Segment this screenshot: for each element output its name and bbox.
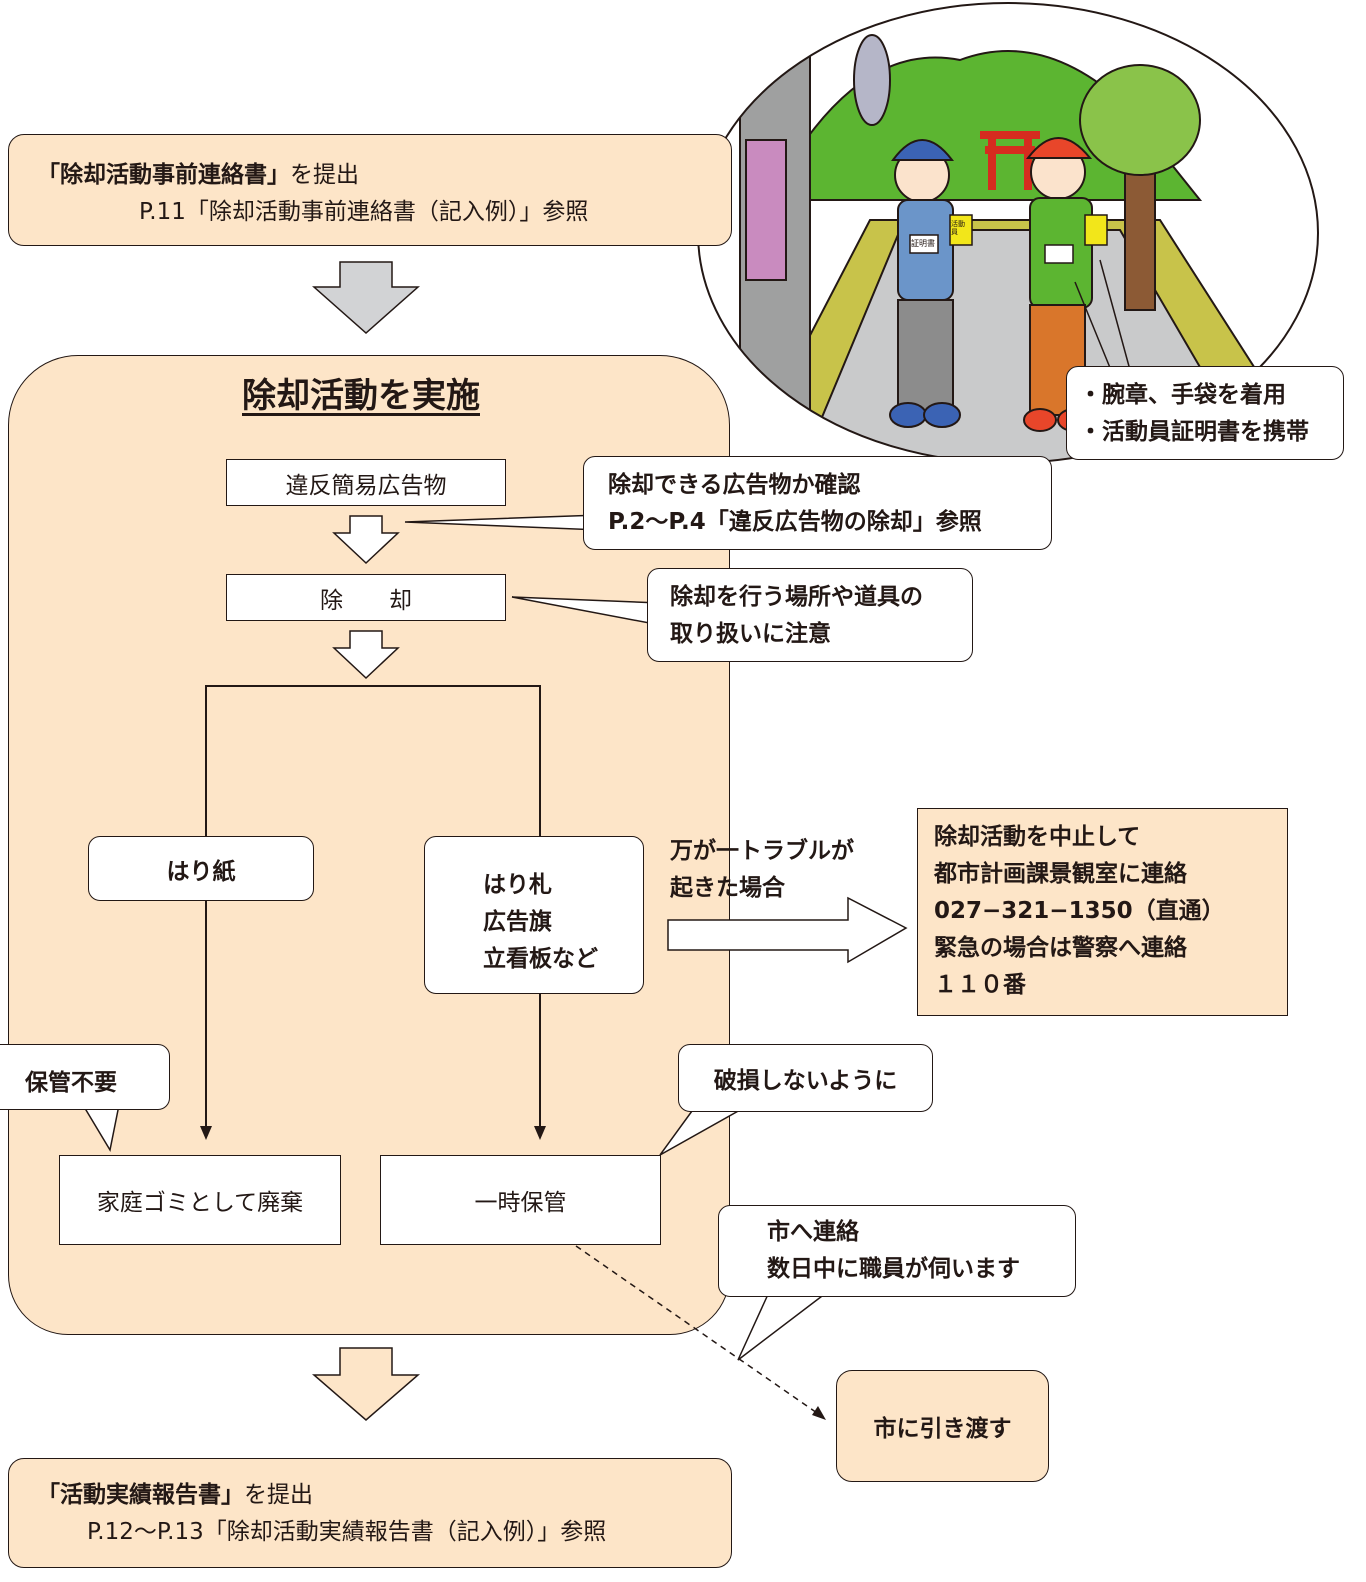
other-item-2: 広告旗 <box>483 909 552 935</box>
paper-posters-box: はり紙 <box>88 836 314 901</box>
contact-city-line-2: 数日中に職員が伺います <box>767 1256 1020 1282</box>
temporary-storage-box: 一時保管 <box>380 1155 661 1245</box>
signs-flags-box: はり札 広告旗 立看板など <box>424 836 644 994</box>
trouble-arrow <box>667 896 908 964</box>
step1-box: 「除却活動事前連絡書」を提出 P.11「除却活動事前連絡書（記入例）」参照 <box>8 134 732 246</box>
step1-form-name: 「除却活動事前連絡書」 <box>37 162 290 188</box>
caution-line-2: 取り扱いに注意 <box>670 621 831 647</box>
other-item-1: はり札 <box>483 872 552 898</box>
down-arrow-grey <box>312 261 420 335</box>
step3-box: 「活動実績報告書」を提出 P.12〜P.13「除却活動実績報告書（記入例）」参照 <box>8 1458 732 1568</box>
trouble-line-1: 万が一トラブルが <box>670 838 854 864</box>
contact-phone: 027−321−1350（直通） <box>934 898 1225 924</box>
contact-city-line-1: 市へ連絡 <box>767 1219 859 1245</box>
step1-submit: を提出 <box>290 162 359 188</box>
no-storage-callout: 保管不要 <box>0 1044 170 1110</box>
other-item-3: 立看板など <box>483 946 598 972</box>
step3-submit: を提出 <box>244 1482 313 1508</box>
equipment-line-1: ・腕章、手袋を着用 <box>1079 382 1286 408</box>
dispose-box: 家庭ゴミとして廃棄 <box>59 1155 341 1245</box>
id-badge-label: 証明書 <box>911 239 935 248</box>
equipment-line-2: ・活動員証明書を携帯 <box>1079 419 1309 445</box>
contact-line-2: 都市計画課景観室に連絡 <box>934 861 1187 887</box>
caution-callout: 除却を行う場所や道具の 取り扱いに注意 <box>647 568 973 662</box>
caution-line-1: 除却を行う場所や道具の <box>670 584 923 610</box>
handover-box: 市に引き渡す <box>836 1370 1049 1482</box>
down-arrow-small-2 <box>332 630 400 680</box>
check-line-2: P.2〜P.4「違反広告物の除却」参照 <box>608 509 982 535</box>
no-damage-callout: 破損しないように <box>678 1044 933 1112</box>
step3-reference: P.12〜P.13「除却活動実績報告書（記入例）」参照 <box>87 1519 607 1545</box>
trouble-label: 万が一トラブルが 起きた場合 <box>670 833 854 907</box>
contact-city-callout: 市へ連絡 数日中に職員が伺います <box>718 1205 1076 1297</box>
down-arrow-small-1 <box>332 515 400 565</box>
trouble-line-2: 起きた場合 <box>670 875 785 901</box>
equipment-callout: ・腕章、手袋を着用 ・活動員証明書を携帯 <box>1066 366 1344 460</box>
step1-reference: P.11「除却活動事前連絡書（記入例）」参照 <box>139 199 589 225</box>
removal-box: 除 却 <box>226 574 506 621</box>
down-arrow-peach <box>311 1347 421 1421</box>
contact-line-1: 除却活動を中止して <box>934 824 1141 850</box>
step3-form-name: 「活動実績報告書」 <box>37 1482 244 1508</box>
armband-label: 活動員 <box>951 220 965 236</box>
emergency-contact-box: 除却活動を中止して 都市計画課景観室に連絡 027−321−1350（直通） 緊… <box>917 808 1288 1016</box>
illegal-ad-box: 違反簡易広告物 <box>226 459 506 506</box>
check-callout: 除却できる広告物か確認 P.2〜P.4「違反広告物の除却」参照 <box>583 456 1052 550</box>
police-number: １１０番 <box>934 972 1026 998</box>
contact-line-4: 緊急の場合は警察へ連絡 <box>934 935 1187 961</box>
check-line-1: 除却できる広告物か確認 <box>608 472 861 498</box>
main-title: 除却活動を実施 <box>242 376 480 416</box>
